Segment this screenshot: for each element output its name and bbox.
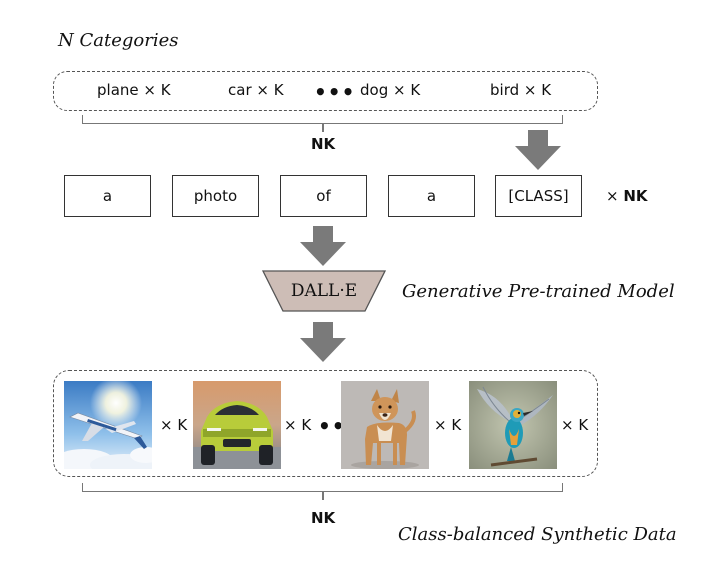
prompt-nk-label: NK: [623, 187, 648, 205]
model-trapezoid: [262, 270, 386, 312]
prompt-word-class: [CLASS]: [495, 175, 582, 217]
category-ellipsis: •••: [314, 80, 356, 104]
dog-multiplier: × K: [434, 416, 462, 434]
airplane-image: [64, 381, 152, 469]
dog-image: [341, 381, 429, 469]
images-brace-tick: [322, 492, 324, 500]
model-name: DALL·E: [290, 281, 358, 301]
car-multiplier: × K: [284, 416, 312, 434]
car-image: [193, 381, 281, 469]
prompt-word-of: of: [280, 175, 367, 217]
category-bird: bird × K: [490, 81, 552, 99]
prompt-word-photo: photo: [172, 175, 259, 217]
categories-title: N Categories: [58, 30, 179, 51]
times-symbol: ×: [606, 187, 619, 205]
images-brace: [82, 483, 563, 492]
category-car: car × K: [228, 81, 284, 99]
down-arrow-icon: [515, 130, 561, 170]
output-caption: Class-balanced Synthetic Data: [398, 524, 677, 545]
categories-box: [53, 71, 598, 111]
bird-multiplier: × K: [561, 416, 589, 434]
model-caption: Generative Pre-trained Model: [402, 281, 675, 302]
categories-nk-label: NK: [311, 135, 336, 153]
airplane-multiplier: × K: [160, 416, 188, 434]
category-plane: plane × K: [97, 81, 171, 99]
categories-brace: [82, 115, 563, 124]
down-arrow-icon: [300, 226, 346, 266]
categories-brace-tick: [322, 124, 324, 132]
images-nk-label: NK: [311, 509, 336, 527]
prompt-multiplier: × NK: [606, 187, 648, 205]
prompt-word-a: a: [64, 175, 151, 217]
images-box: [53, 370, 598, 477]
category-dog: dog × K: [360, 81, 421, 99]
down-arrow-icon: [300, 322, 346, 362]
prompt-word-a-2: a: [388, 175, 475, 217]
bird-image: [469, 381, 557, 469]
